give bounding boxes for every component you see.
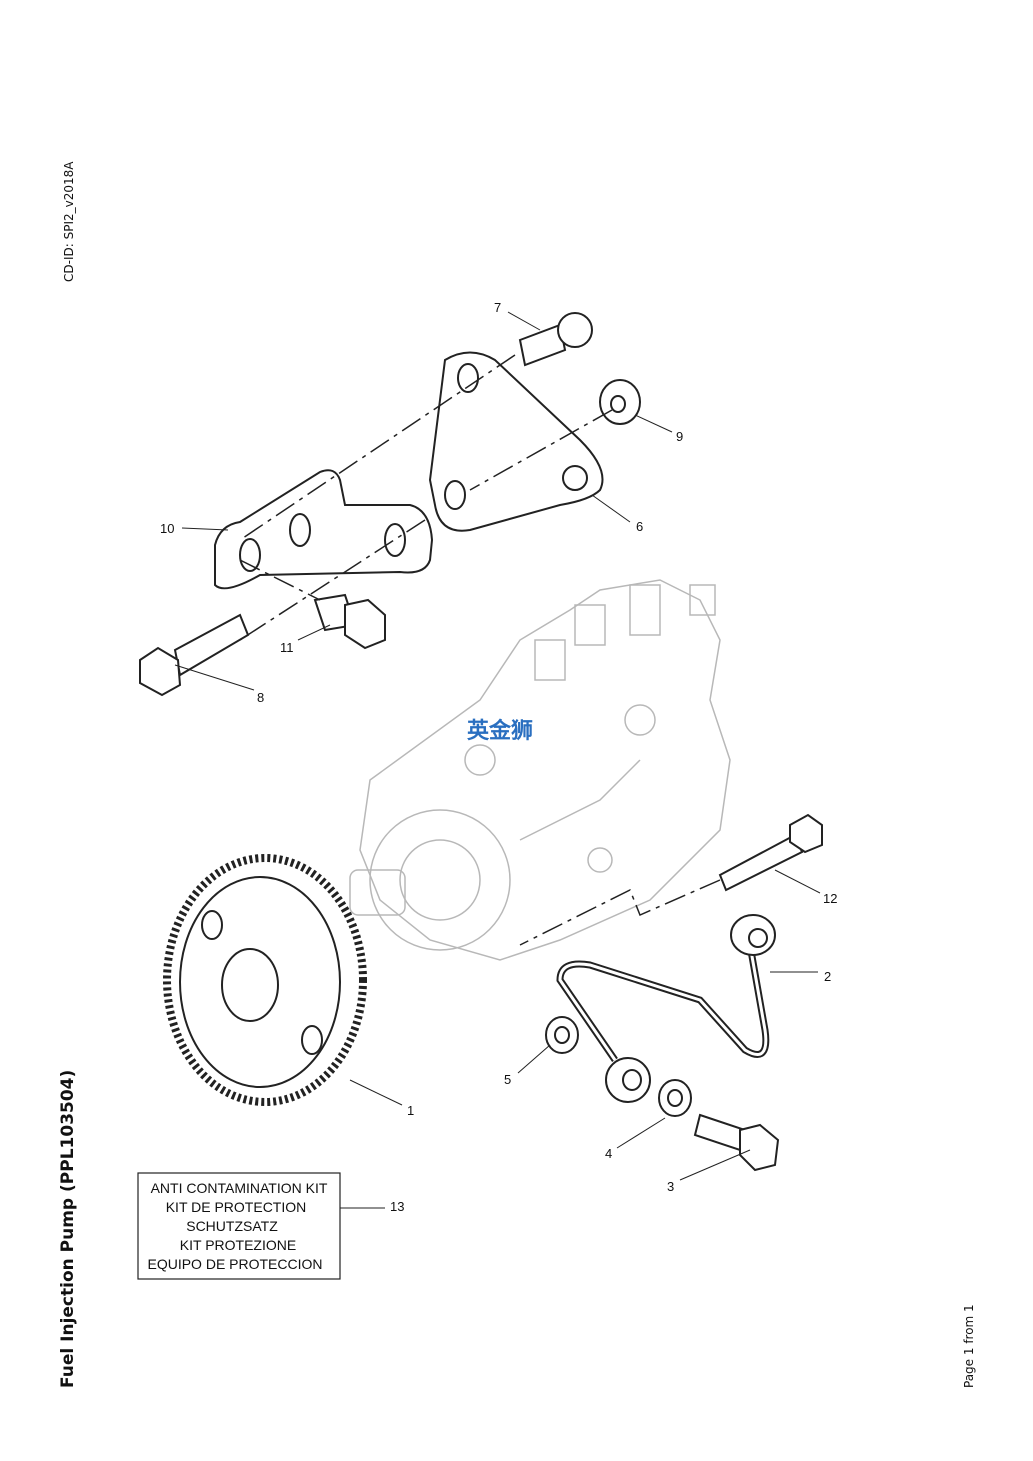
kit-line-es: EQUIPO DE PROTECCION: [147, 1256, 322, 1272]
gear-part-1: [163, 854, 367, 1106]
watermark-text: 英金狮: [467, 718, 533, 744]
callout-6: 6: [636, 519, 643, 534]
callout-13: 13: [390, 1199, 404, 1214]
callout-8: 8: [257, 690, 264, 705]
kit-line-en: ANTI CONTAMINATION KIT: [151, 1180, 328, 1196]
callout-2: 2: [824, 969, 831, 984]
injection-pump-illustration: [349, 579, 731, 961]
callout-12: 12: [823, 891, 837, 906]
bracket-part-10: [214, 469, 434, 590]
kit-line-fr: KIT DE PROTECTION: [166, 1199, 307, 1215]
kit-line-it: KIT PROTEZIONE: [180, 1237, 296, 1253]
callout-9: 9: [676, 429, 683, 444]
anti-contamination-kit-box: ANTI CONTAMINATION KIT KIT DE PROTECTION…: [137, 1172, 341, 1280]
kit-line-de: SCHUTZSATZ: [186, 1218, 278, 1234]
callout-4: 4: [605, 1146, 612, 1161]
callout-7: 7: [494, 300, 501, 315]
bolt-part-7: [518, 323, 567, 367]
bolt-part-8: [173, 613, 250, 677]
pipe-part-2: [556, 944, 770, 1062]
callout-10: 10: [160, 521, 174, 536]
bolt-part-3: [693, 1113, 747, 1152]
callout-labels: 7 9 6 10 11 8 12 2 1 5 4 3 13: [160, 300, 837, 1214]
callout-11: 11: [280, 640, 294, 655]
callout-5: 5: [504, 1072, 511, 1087]
callout-1: 1: [407, 1103, 414, 1118]
bracket-part-6: [428, 351, 604, 532]
bolt-part-12: [718, 833, 804, 892]
callout-3: 3: [667, 1179, 674, 1194]
watermark: 英金狮: [467, 718, 533, 744]
